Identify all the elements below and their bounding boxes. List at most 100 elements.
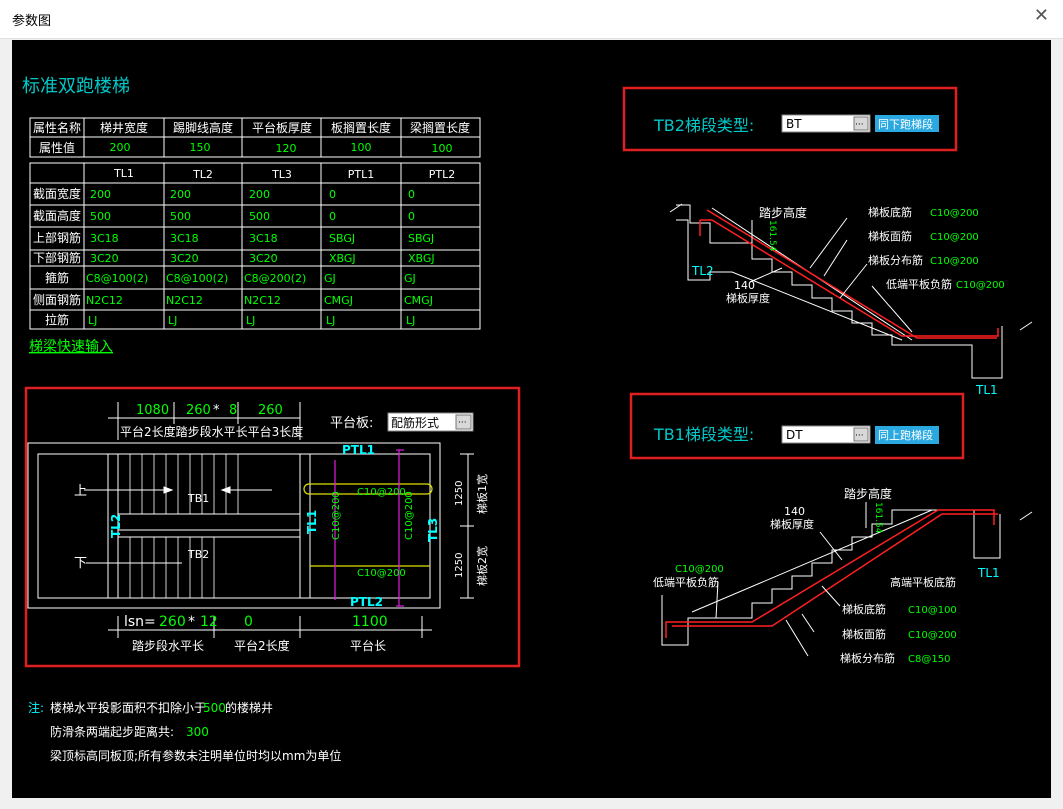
- attr-header: 板搁置长度: [331, 120, 391, 135]
- title-bar: 参数图 ✕: [0, 0, 1063, 39]
- plan-top-caption: 平台2长度踏步段水平长平台3长度: [120, 424, 303, 439]
- ellipsis-icon: ···: [855, 431, 864, 441]
- beam-cell[interactable]: LJ: [406, 314, 415, 327]
- beam-col-header: PTL2: [429, 168, 455, 181]
- beam-cell[interactable]: 3C20: [170, 252, 199, 265]
- beam-cell[interactable]: 0: [408, 210, 415, 223]
- attr-header: 平台板厚度: [252, 120, 312, 135]
- beam-cell[interactable]: 500: [90, 210, 111, 223]
- beam-cell[interactable]: SBGJ: [408, 232, 434, 245]
- quick-input-link[interactable]: 梯梁快速输入: [29, 339, 113, 355]
- platform-slab-field[interactable]: [387, 412, 474, 432]
- close-icon[interactable]: ✕: [1033, 5, 1049, 26]
- tb1-thickness-label: 梯板厚度: [770, 517, 814, 531]
- platform2-length-value[interactable]: 0: [244, 614, 253, 630]
- beam-cell[interactable]: 500: [249, 210, 270, 223]
- attr-value[interactable]: 100: [351, 141, 372, 154]
- beam-cell[interactable]: SBGJ: [329, 232, 355, 245]
- lsn-count[interactable]: 12: [200, 614, 218, 630]
- tb2-same-button[interactable]: [875, 115, 939, 132]
- beam-cell[interactable]: N2C12: [166, 294, 203, 307]
- beam-cell[interactable]: GJ: [324, 272, 336, 285]
- beam-cell[interactable]: XBGJ: [329, 252, 356, 265]
- note-line2: 防滑条两端起步距离共:: [50, 724, 174, 739]
- beam-cell[interactable]: XBGJ: [408, 252, 435, 265]
- tb2-same-button-label: 同下跑梯段: [878, 117, 933, 131]
- beam-cell[interactable]: LJ: [246, 314, 255, 327]
- slab2-width-label: 梯板2宽: [475, 546, 489, 586]
- tl2-label: TL2: [109, 514, 123, 538]
- beam-cell[interactable]: N2C12: [244, 294, 281, 307]
- tb1-distribution-value[interactable]: C8@150: [908, 654, 950, 665]
- beam-cell[interactable]: 3C20: [249, 252, 278, 265]
- tb2-distribution-value[interactable]: C10@200: [930, 256, 979, 267]
- tb2-slab-top-value[interactable]: C10@200: [930, 232, 979, 243]
- tread-length-caption: 踏步段水平长: [132, 638, 204, 653]
- tb1-low-neg-value[interactable]: C10@200: [675, 564, 724, 575]
- tb1-slab-bottom-value[interactable]: C10@100: [908, 605, 957, 616]
- beam-row-label: 箍筋: [45, 270, 69, 285]
- dim-1250-lower: 1250: [454, 553, 465, 578]
- beam-cell[interactable]: LJ: [88, 314, 97, 327]
- attr-row-label: 属性值: [39, 140, 75, 155]
- rebar-h2-label: C10@200: [357, 568, 406, 579]
- beam-row-label: 侧面钢筋: [33, 292, 81, 307]
- beam-cell[interactable]: 200: [170, 188, 191, 201]
- lsn-value[interactable]: 260: [159, 614, 186, 630]
- ellipsis-button[interactable]: [455, 414, 472, 430]
- attr-header: 梁搁置长度: [410, 120, 470, 135]
- note-line1-value[interactable]: 500: [203, 701, 226, 715]
- parameter-drawing: 标准双跑楼梯 属性名称 梯井宽度 踢脚线高度 平台板厚度 板搁置长度 梁搁置长度…: [22, 76, 1033, 763]
- plan-dim[interactable]: 260: [186, 403, 211, 418]
- beam-cell[interactable]: 3C20: [90, 252, 119, 265]
- platform-length-value[interactable]: 1100: [352, 614, 388, 630]
- beam-cell[interactable]: 200: [90, 188, 111, 201]
- beam-cell[interactable]: C8@100(2): [166, 272, 228, 285]
- beam-cell[interactable]: LJ: [326, 314, 335, 327]
- beam-cell[interactable]: N2C12: [86, 294, 123, 307]
- tb1-type-field[interactable]: [781, 425, 871, 444]
- attr-value[interactable]: 120: [276, 142, 297, 155]
- tb2-low-neg-label: 低端平板负筋: [886, 277, 952, 291]
- attr-value[interactable]: 100: [432, 142, 453, 155]
- beam-cell[interactable]: 0: [329, 210, 336, 223]
- attr-header: 踢脚线高度: [173, 120, 233, 135]
- tb1-slab-top-label: 梯板面筋: [842, 627, 886, 641]
- page-heading: 标准双跑楼梯: [22, 76, 130, 97]
- tb1-same-button[interactable]: [875, 426, 939, 444]
- tb1-thickness-value[interactable]: 140: [784, 505, 805, 518]
- beam-cell[interactable]: GJ: [404, 272, 416, 285]
- attr-value[interactable]: 200: [110, 141, 131, 154]
- plan-view: 1080 260 * 8 260 平台2长度踏步段水平长平台3长度 平台板: 配…: [27, 402, 489, 653]
- tb2-ellipsis-button[interactable]: [853, 116, 869, 131]
- beam-cell[interactable]: 200: [249, 188, 270, 201]
- tb1-ellipsis-button[interactable]: [853, 427, 869, 442]
- tb1-step-height-value: 161.54: [873, 502, 883, 534]
- beam-cell[interactable]: 3C18: [249, 232, 278, 245]
- plan-dim[interactable]: 1080: [136, 403, 169, 418]
- note-line2-value[interactable]: 300: [186, 725, 209, 739]
- beam-cell[interactable]: 500: [170, 210, 191, 223]
- tb1-slab-top-value[interactable]: C10@200: [908, 630, 957, 641]
- beam-cell[interactable]: 3C18: [170, 232, 199, 245]
- beam-cell[interactable]: 0: [329, 188, 336, 201]
- beam-row-label: 截面高度: [33, 208, 81, 223]
- platform-length-caption: 平台长: [350, 638, 386, 653]
- beam-cell[interactable]: C8@100(2): [86, 272, 148, 285]
- beam-row-label: 下部钢筋: [33, 250, 81, 265]
- attr-value[interactable]: 150: [190, 141, 211, 154]
- tb2-type-field[interactable]: [781, 114, 871, 133]
- tb2-thickness-value[interactable]: 140: [734, 279, 755, 292]
- beam-cell[interactable]: 0: [408, 188, 415, 201]
- beam-cell[interactable]: CMGJ: [324, 294, 353, 307]
- window-title: 参数图: [12, 14, 52, 29]
- rebar-v2-label: C10@200: [404, 491, 415, 540]
- tb2-slab-bottom-value[interactable]: C10@200: [930, 208, 979, 219]
- beam-cell[interactable]: LJ: [168, 314, 177, 327]
- plan-dim[interactable]: 8: [229, 403, 237, 418]
- beam-cell[interactable]: CMGJ: [404, 294, 433, 307]
- beam-cell[interactable]: C8@200(2): [244, 272, 306, 285]
- tb2-low-neg-value[interactable]: C10@200: [956, 280, 1005, 291]
- plan-dim[interactable]: 260: [258, 403, 283, 418]
- beam-cell[interactable]: 3C18: [90, 232, 119, 245]
